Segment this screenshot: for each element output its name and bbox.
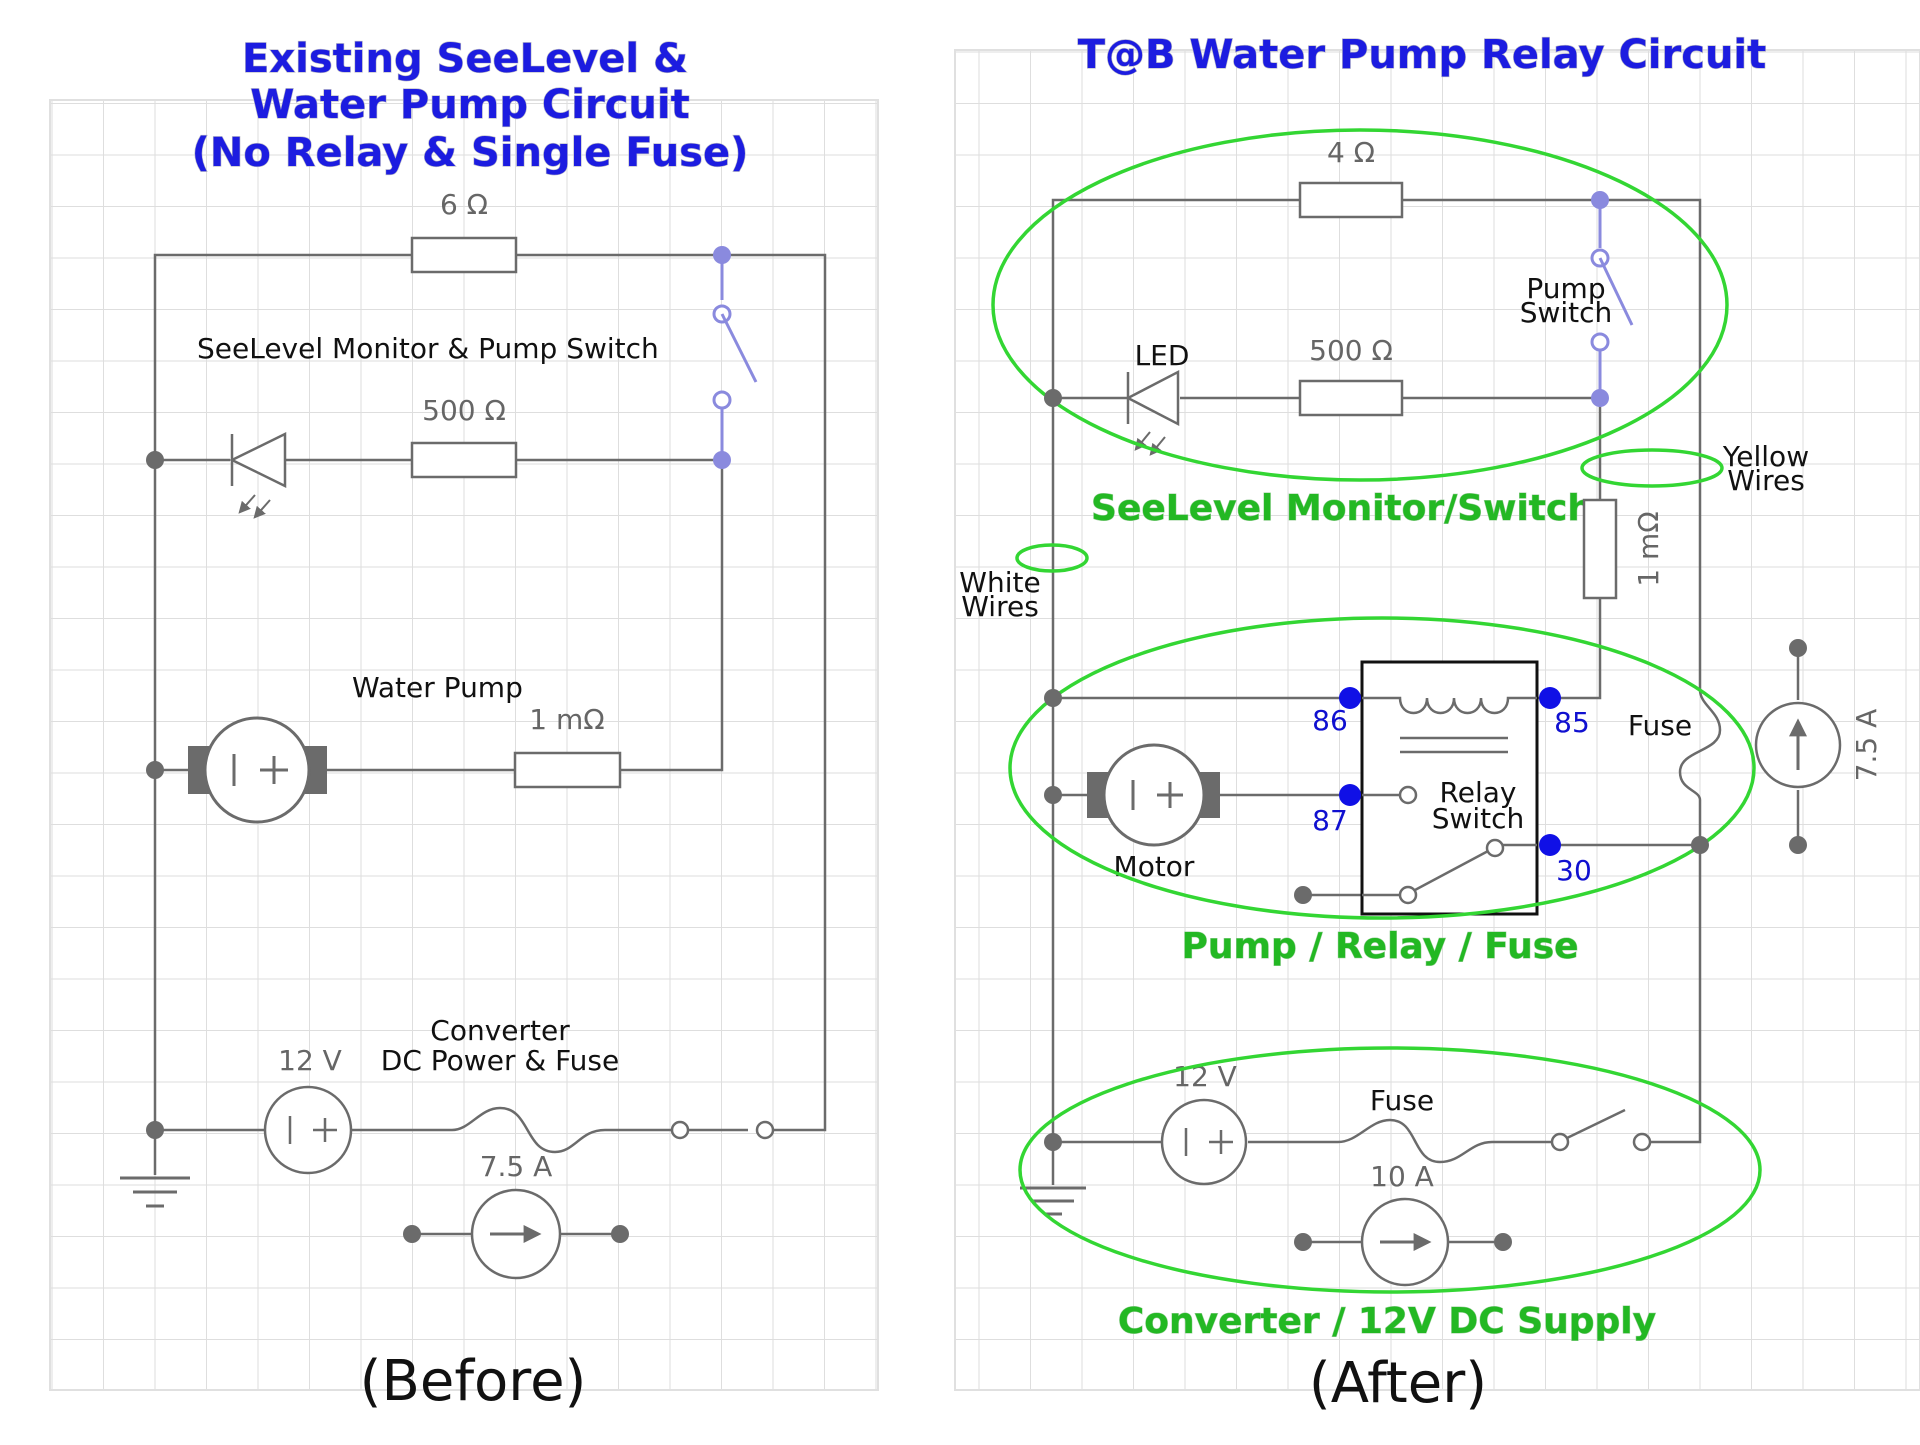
after-resistor-top-label: 4 Ω <box>1327 136 1375 169</box>
before-converter-label-1: Converter <box>430 1014 570 1047</box>
after-fuse-label: Fuse <box>1628 709 1692 742</box>
after-group-monitor-label: SeeLevel Monitor/Switch <box>1091 488 1593 529</box>
before-contact-a <box>670 1120 690 1140</box>
after-supply-fuse-label: Fuse <box>1370 1084 1434 1117</box>
after-title: T@B Water Pump Relay Circuit <box>1078 32 1767 78</box>
after-side-current-source <box>1754 639 1842 854</box>
after-resistor-led <box>1298 379 1404 417</box>
after-supply-switch-blade <box>1566 1108 1626 1140</box>
after-white-wires-label-1: White <box>959 566 1040 599</box>
after-relay-label-2: Switch <box>1432 802 1525 835</box>
relay-pin-87-dot <box>1339 784 1361 806</box>
before-contact-b <box>755 1120 775 1140</box>
after-relay-pins <box>1339 687 1561 856</box>
before-pump-motor <box>188 716 327 824</box>
before-title-line-1: Existing SeeLevel & <box>242 36 688 82</box>
after-yellow-wires-marker <box>1580 448 1724 488</box>
before-title-line-3: (No Relay & Single Fuse) <box>192 130 749 176</box>
after-led-label: LED <box>1135 339 1190 372</box>
after-dc-source <box>1160 1098 1248 1186</box>
relay-pin-85-dot <box>1539 687 1561 709</box>
after-yellow-wires-label-1: Yellow <box>1722 440 1809 473</box>
before-caption: (Before) <box>360 1349 587 1414</box>
before-fuse <box>422 1106 606 1154</box>
before-current-source <box>403 1188 629 1280</box>
before-resistor-top <box>410 236 518 274</box>
after-supply-current: 10 A <box>1370 1160 1434 1193</box>
after-white-wires-marker <box>1015 543 1089 573</box>
after-side-source-label: 7.5 A <box>1850 709 1883 782</box>
after-resistor-led-label: 500 Ω <box>1309 334 1393 367</box>
after-supply-current-source <box>1294 1197 1512 1287</box>
before-pump-label: Water Pump <box>352 671 523 704</box>
after-pump-switch-label-2: Switch <box>1520 296 1613 329</box>
after-group-supply-label: Converter / 12V DC Supply <box>1118 1301 1656 1342</box>
after-junctions <box>1044 389 1709 1151</box>
after-white-wires-label-2: Wires <box>961 590 1039 623</box>
before-pump-switch <box>712 246 758 469</box>
after-caption: (After) <box>1309 1351 1487 1416</box>
before-grid <box>49 99 879 1391</box>
after-resistor-wire <box>1582 498 1618 600</box>
after-fuse <box>1678 660 1722 801</box>
before-resistor-pump <box>513 751 622 789</box>
before-panel: Existing SeeLevel & Water Pump Circuit (… <box>49 35 879 1414</box>
relay-pin-87-label: 87 <box>1312 804 1348 837</box>
relay-pin-86-label: 86 <box>1312 704 1348 737</box>
after-group-monitor-outline <box>991 128 1729 482</box>
after-group-relay-outline <box>1008 616 1756 920</box>
after-group-supply-outline <box>1018 1046 1762 1294</box>
after-supply-switch-contact-b <box>1632 1132 1652 1152</box>
after-resistor-top <box>1298 181 1404 219</box>
before-fuse-current: 7.5 A <box>480 1150 553 1183</box>
after-relay <box>1360 660 1539 916</box>
after-motor <box>1087 743 1220 847</box>
after-pump-switch <box>1590 191 1634 407</box>
after-supply-fuse <box>1313 1118 1493 1164</box>
relay-pin-30-label: 30 <box>1556 854 1592 887</box>
after-panel: T@B Water Pump Relay Circuit 4 Ω <box>954 31 1920 1416</box>
before-monitor-label: SeeLevel Monitor & Pump Switch <box>197 332 659 365</box>
relay-pin-30-dot <box>1539 834 1561 856</box>
before-resistor-top-label: 6 Ω <box>440 188 488 221</box>
after-pump-switch-label-1: Pump <box>1526 272 1605 305</box>
before-resistor-pump-label: 1 mΩ <box>529 703 604 736</box>
relay-pin-86-dot <box>1339 687 1361 709</box>
before-supply-voltage: 12 V <box>278 1044 342 1077</box>
before-junctions <box>146 451 164 1139</box>
before-resistor-led-label: 500 Ω <box>422 394 506 427</box>
before-ground-icon <box>120 1176 190 1208</box>
after-group-relay-label: Pump / Relay / Fuse <box>1181 926 1578 967</box>
before-wires <box>153 253 827 1175</box>
after-supply-switch-contact-a <box>1550 1132 1570 1152</box>
relay-pin-85-label: 85 <box>1554 706 1590 739</box>
after-relay-label-1: Relay <box>1440 776 1517 809</box>
before-title-line-2: Water Pump Circuit <box>250 82 689 128</box>
before-converter-label-2: DC Power & Fuse <box>381 1044 619 1077</box>
after-resistor-wire-label: 1 mΩ <box>1632 511 1665 586</box>
before-dc-source <box>263 1085 353 1175</box>
before-led <box>229 431 287 519</box>
before-resistor-led <box>410 441 518 479</box>
after-yellow-wires-label-2: Wires <box>1727 464 1805 497</box>
